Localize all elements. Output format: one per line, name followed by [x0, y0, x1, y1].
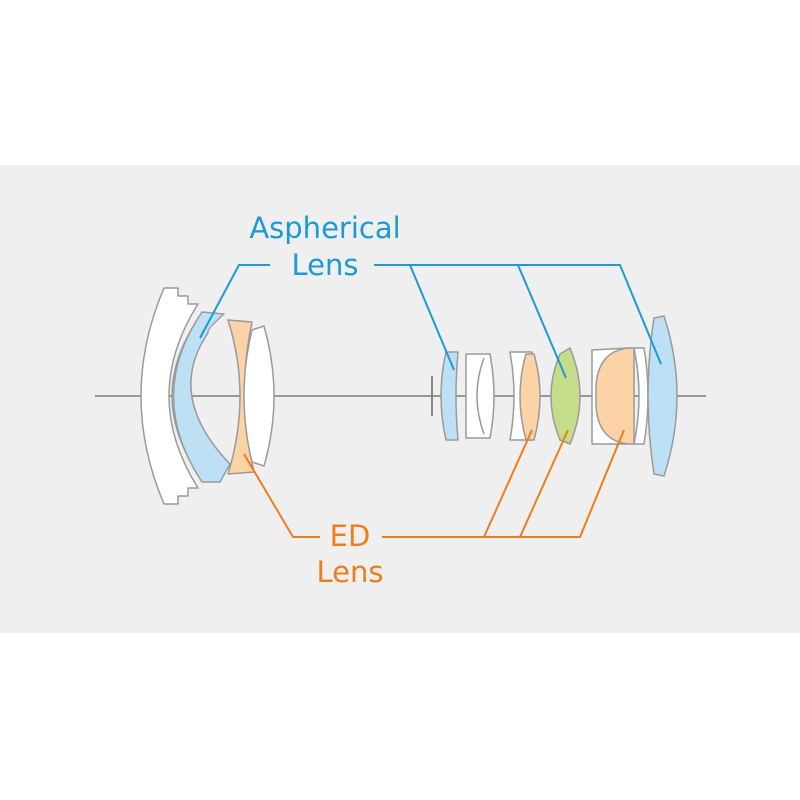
aspherical-rear-lens-1 — [440, 351, 459, 441]
aspherical-leader-lines — [199, 264, 662, 379]
aspherical-label-line1: Aspherical — [249, 211, 400, 245]
rear-clear-element-1-inner — [476, 357, 485, 435]
rear-thin-meniscus — [633, 347, 649, 445]
front-meniscus-lens — [140, 287, 199, 505]
ed-leader-lines — [243, 429, 625, 538]
aspherical-meniscus-lens — [172, 311, 231, 483]
ed-label-line2: Lens — [317, 555, 384, 589]
aspherical-label-line2: Lens — [292, 248, 359, 282]
ed-lens-2 — [519, 353, 541, 441]
aspherical-ed-lens — [550, 347, 581, 445]
ed-label-line1: ED — [330, 519, 371, 553]
rear-lens-group — [431, 315, 678, 477]
front-lens-group — [140, 287, 275, 505]
front-convex-lens — [243, 325, 275, 467]
ed-lens-3 — [595, 347, 635, 445]
rear-clear-element-1 — [465, 353, 495, 439]
aspherical-rear-lens-2 — [647, 315, 678, 477]
